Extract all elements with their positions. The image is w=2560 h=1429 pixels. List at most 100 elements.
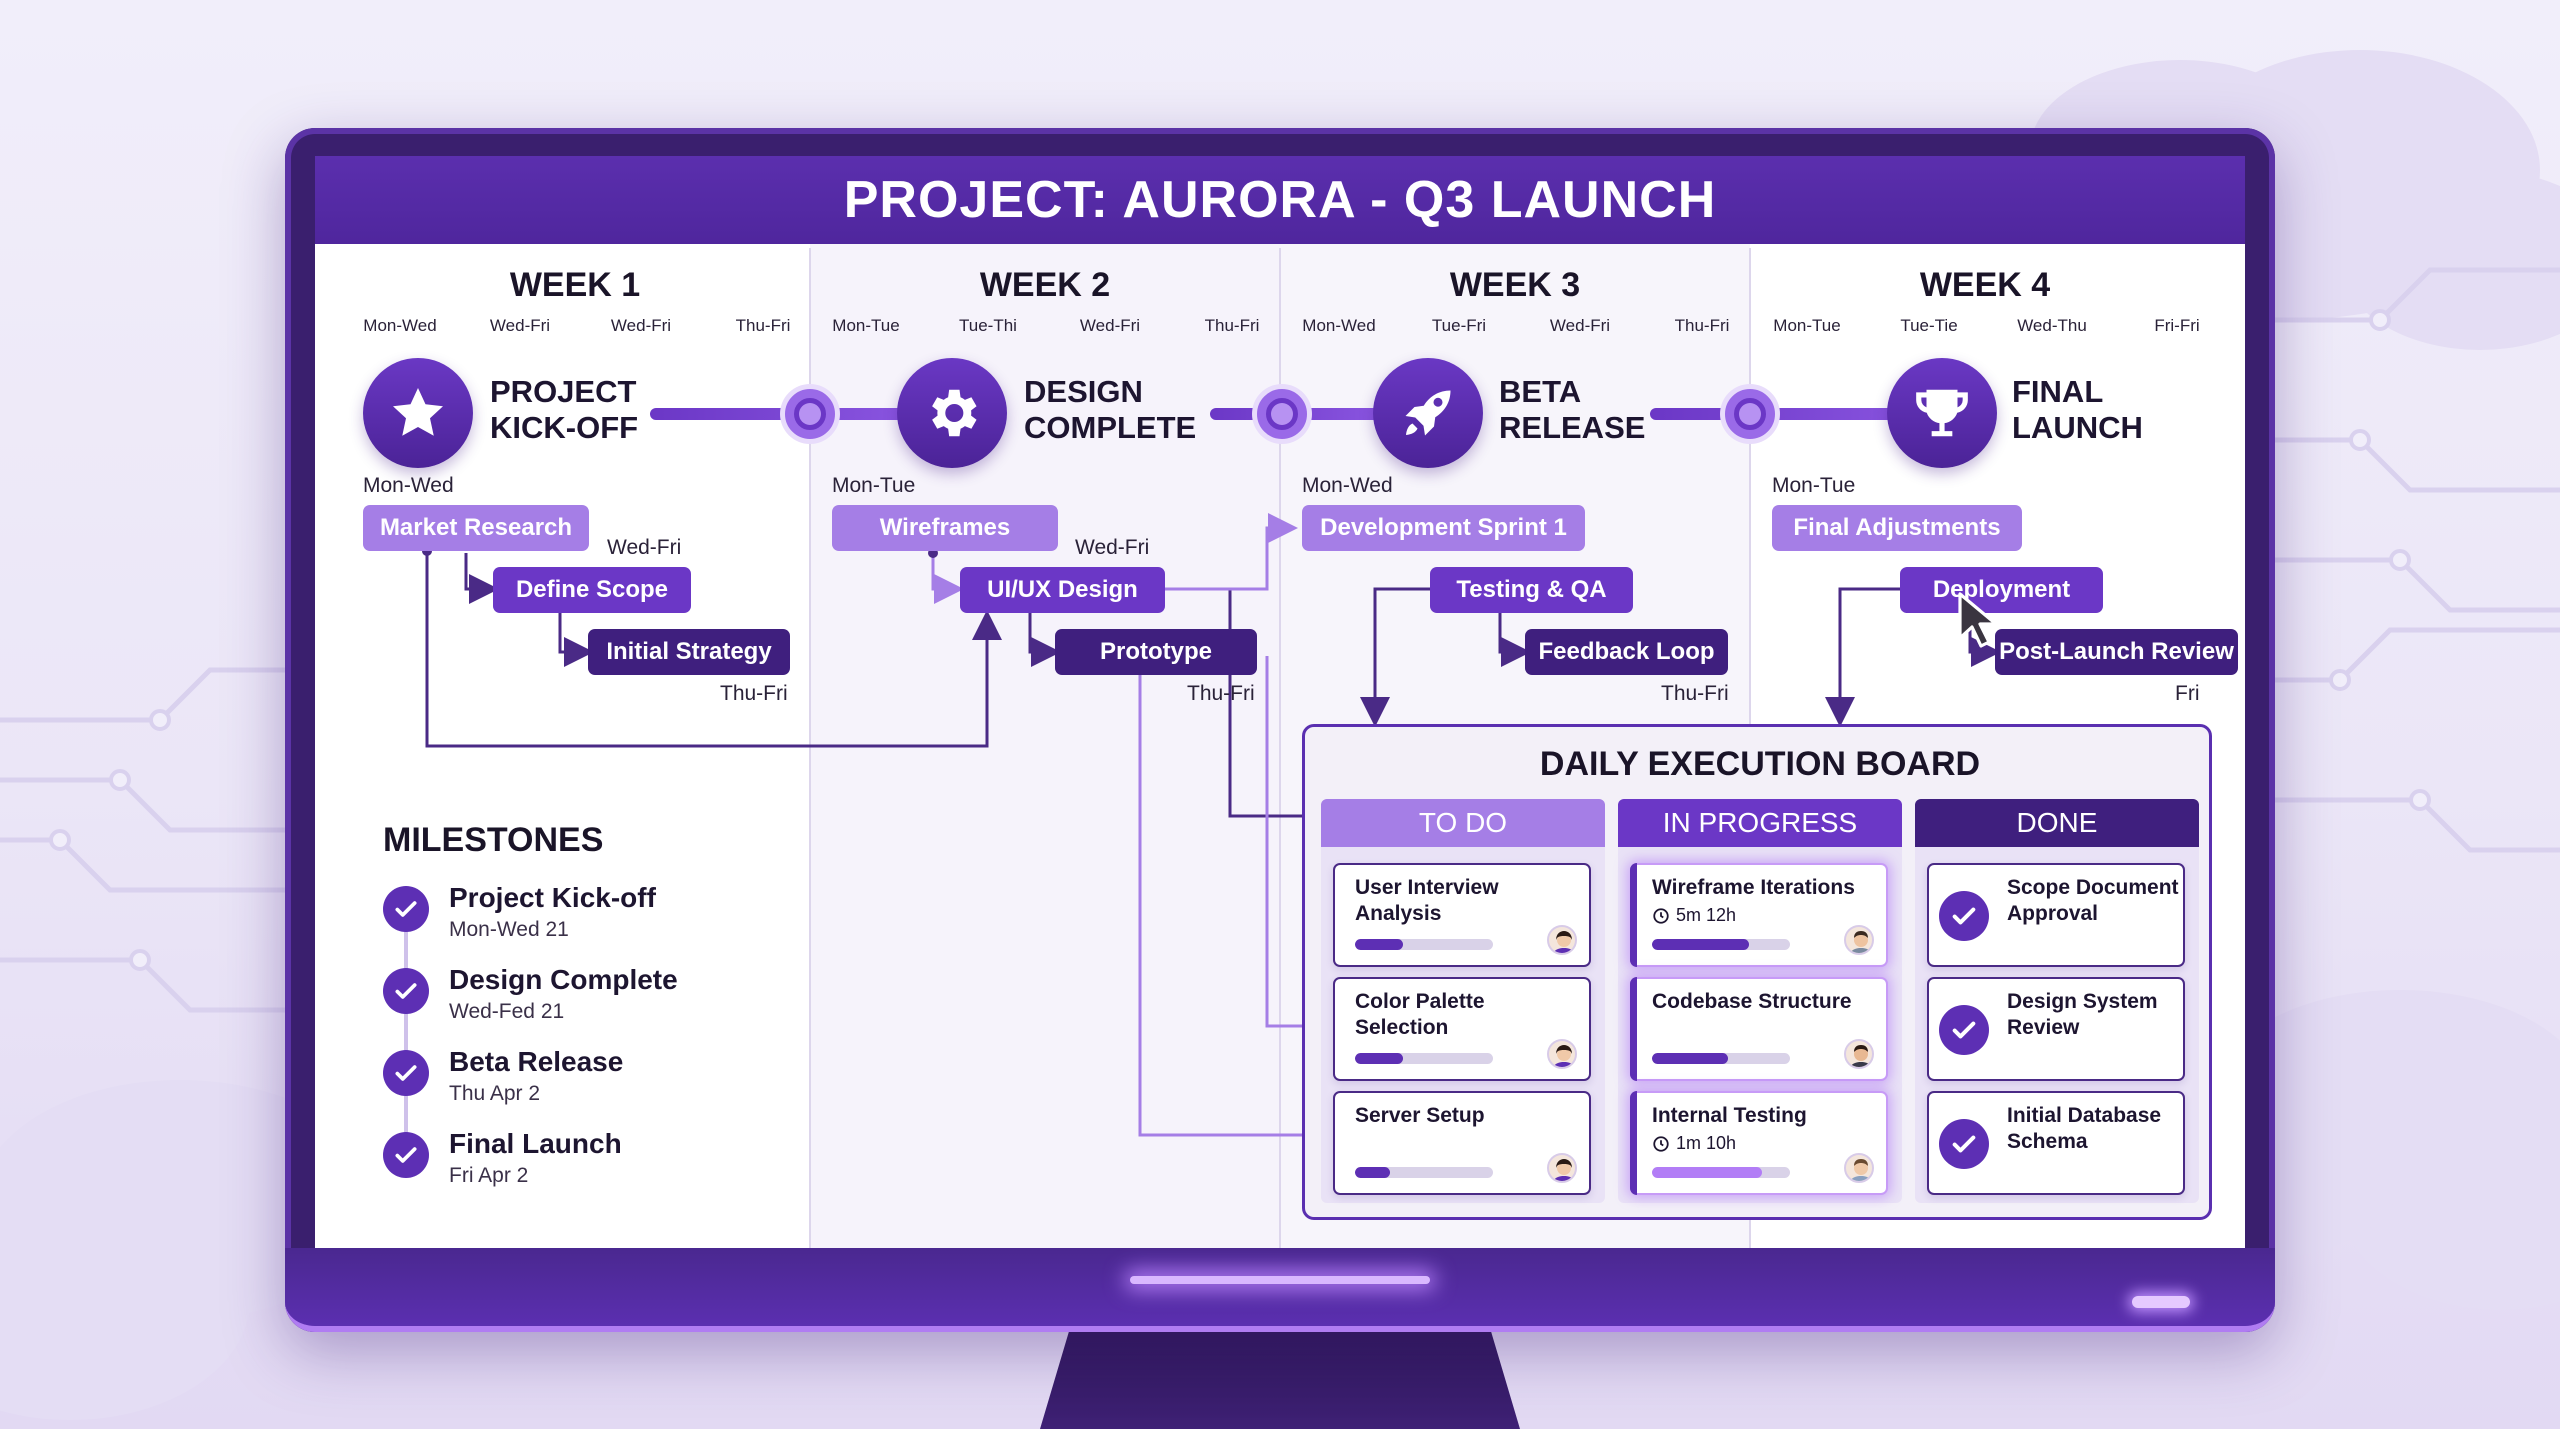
day-label: Mon-Tue	[1773, 316, 1841, 335]
rocket-icon[interactable]	[1373, 358, 1483, 468]
check-icon	[383, 1132, 429, 1178]
avatar[interactable]	[1844, 1039, 1874, 1069]
timeline-node[interactable]	[785, 389, 835, 439]
card-title-line: Analysis	[1355, 902, 1442, 925]
card-title-line: Approval	[2007, 902, 2099, 925]
timeline-bar	[650, 408, 910, 420]
check-icon	[383, 968, 429, 1014]
clock-icon	[1653, 907, 1669, 924]
progress-fill	[1355, 1053, 1404, 1064]
milestone-date: Wed-Fed 21	[449, 1000, 565, 1023]
card-title-line: Color Palette	[1355, 990, 1485, 1013]
range-label: Mon-Wed	[363, 474, 454, 497]
power-indicator	[2132, 1296, 2190, 1308]
day-label: Tue-Thi	[959, 316, 1017, 335]
day-label: Mon-Tue	[832, 316, 900, 335]
progress-bar	[1355, 1167, 1493, 1178]
task-define-scope[interactable]: Define Scope	[493, 567, 691, 613]
task-feedback-loop[interactable]: Feedback Loop	[1525, 629, 1728, 675]
task-prototype[interactable]: Prototype	[1055, 629, 1257, 675]
task-range-label: Thu-Fri	[1187, 682, 1255, 705]
column-header[interactable]: TO DO	[1321, 799, 1605, 847]
range-label: Mon-Wed	[1302, 474, 1393, 497]
board-card[interactable]: User Interview Analysis	[1333, 863, 1591, 967]
board-card[interactable]: Design System Review	[1927, 977, 2185, 1081]
timeline-node[interactable]	[1257, 389, 1307, 439]
monitor-stand	[1040, 1332, 1520, 1429]
timeline-node[interactable]	[1725, 389, 1775, 439]
gear-icon[interactable]	[897, 358, 1007, 468]
board-card[interactable]: Wireframe Iterations 5m 12h	[1630, 863, 1888, 967]
timer-value: 5m 12h	[1676, 905, 1737, 925]
avatar[interactable]	[1844, 925, 1874, 955]
task-deployment[interactable]: Deployment	[1900, 567, 2103, 613]
card-timer: 5m 12h	[1652, 905, 1736, 926]
column-divider	[809, 248, 811, 1248]
milestone-item: Design Complete Wed-Fed 21	[383, 964, 763, 1034]
task-testing-qa[interactable]: Testing & QA	[1430, 567, 1633, 613]
range-label: Mon-Tue	[832, 474, 916, 497]
milestone-line: PROJECT	[490, 374, 637, 409]
card-title-line: Initial Database	[2007, 1104, 2162, 1127]
progress-fill	[1355, 1167, 1390, 1178]
board-card[interactable]: Internal Testing 1m 10h	[1630, 1091, 1888, 1195]
milestone-date: Fri Apr 2	[449, 1164, 529, 1187]
star-icon[interactable]	[363, 358, 473, 468]
progress-fill	[1355, 939, 1404, 950]
task-final-adjustments[interactable]: Final Adjustments	[1772, 505, 2022, 551]
day-label: Mon-Wed	[1302, 316, 1376, 335]
progress-bar	[1652, 1053, 1790, 1064]
timeline-bar	[1650, 408, 1930, 420]
week-1-title: WEEK 1	[509, 266, 641, 304]
milestone-launch-label: FINAL LAUNCH	[2012, 374, 2143, 446]
avatar[interactable]	[1547, 1039, 1577, 1069]
day-label: Tue-Fri	[1431, 316, 1487, 335]
task-ui-ux-design[interactable]: UI/UX Design	[960, 567, 1165, 613]
task-wireframes[interactable]: Wireframes	[832, 505, 1058, 551]
task-post-launch-review[interactable]: Post-Launch Review	[1995, 629, 2238, 675]
task-development-sprint[interactable]: Development Sprint 1	[1302, 505, 1585, 551]
task-initial-strategy[interactable]: Initial Strategy	[588, 629, 790, 675]
avatar[interactable]	[1844, 1153, 1874, 1183]
progress-fill	[1652, 939, 1749, 950]
avatar[interactable]	[1547, 1153, 1577, 1183]
column-header[interactable]: DONE	[1915, 799, 2199, 847]
card-title-line: Selection	[1355, 1016, 1449, 1039]
day-label: Fri-Fri	[2154, 316, 2200, 335]
milestones-line	[404, 898, 408, 1150]
task-range-label: Wed-Fri	[1075, 536, 1150, 559]
card-title: Scope Document Approval	[2007, 875, 2179, 927]
progress-fill	[1652, 1053, 1728, 1064]
board-card[interactable]: Color Palette Selection	[1333, 977, 1591, 1081]
check-icon	[1939, 891, 1989, 941]
trophy-icon[interactable]	[1887, 358, 1997, 468]
milestone-line: FINAL	[2012, 374, 2104, 409]
column-header[interactable]: IN PROGRESS	[1618, 799, 1902, 847]
check-icon	[1939, 1005, 1989, 1055]
milestone-name: Design Complete	[449, 964, 678, 995]
milestone-line: LAUNCH	[2012, 410, 2143, 445]
board-card[interactable]: Scope Document Approval	[1927, 863, 2185, 967]
day-label: Thu-Fri	[1674, 316, 1730, 335]
avatar[interactable]	[1547, 925, 1577, 955]
milestone-name: Project Kick-off	[449, 882, 656, 913]
week-4-title: WEEK 4	[1919, 266, 2051, 304]
clock-icon	[1653, 1135, 1669, 1152]
timer-value: 1m 10h	[1676, 1133, 1737, 1153]
card-title: Codebase Structure	[1652, 990, 1852, 1013]
card-title-line: User Interview	[1355, 876, 1499, 899]
mouse-cursor-icon	[1958, 592, 1998, 648]
progress-bar	[1652, 939, 1790, 950]
card-title-line: Schema	[2007, 1130, 2088, 1153]
check-icon	[383, 1050, 429, 1096]
board-card[interactable]: Initial Database Schema	[1927, 1091, 2185, 1195]
task-range-label: Thu-Fri	[1661, 682, 1729, 705]
milestone-date: Thu Apr 2	[449, 1082, 541, 1105]
week-2-title: WEEK 2	[979, 266, 1111, 304]
day-label: Mon-Wed	[363, 316, 437, 335]
task-market-research[interactable]: Market Research	[363, 505, 589, 551]
check-icon	[383, 886, 429, 932]
board-card[interactable]: Codebase Structure	[1630, 977, 1888, 1081]
board-card[interactable]: Server Setup	[1333, 1091, 1591, 1195]
range-label: Mon-Tue	[1772, 474, 1856, 497]
